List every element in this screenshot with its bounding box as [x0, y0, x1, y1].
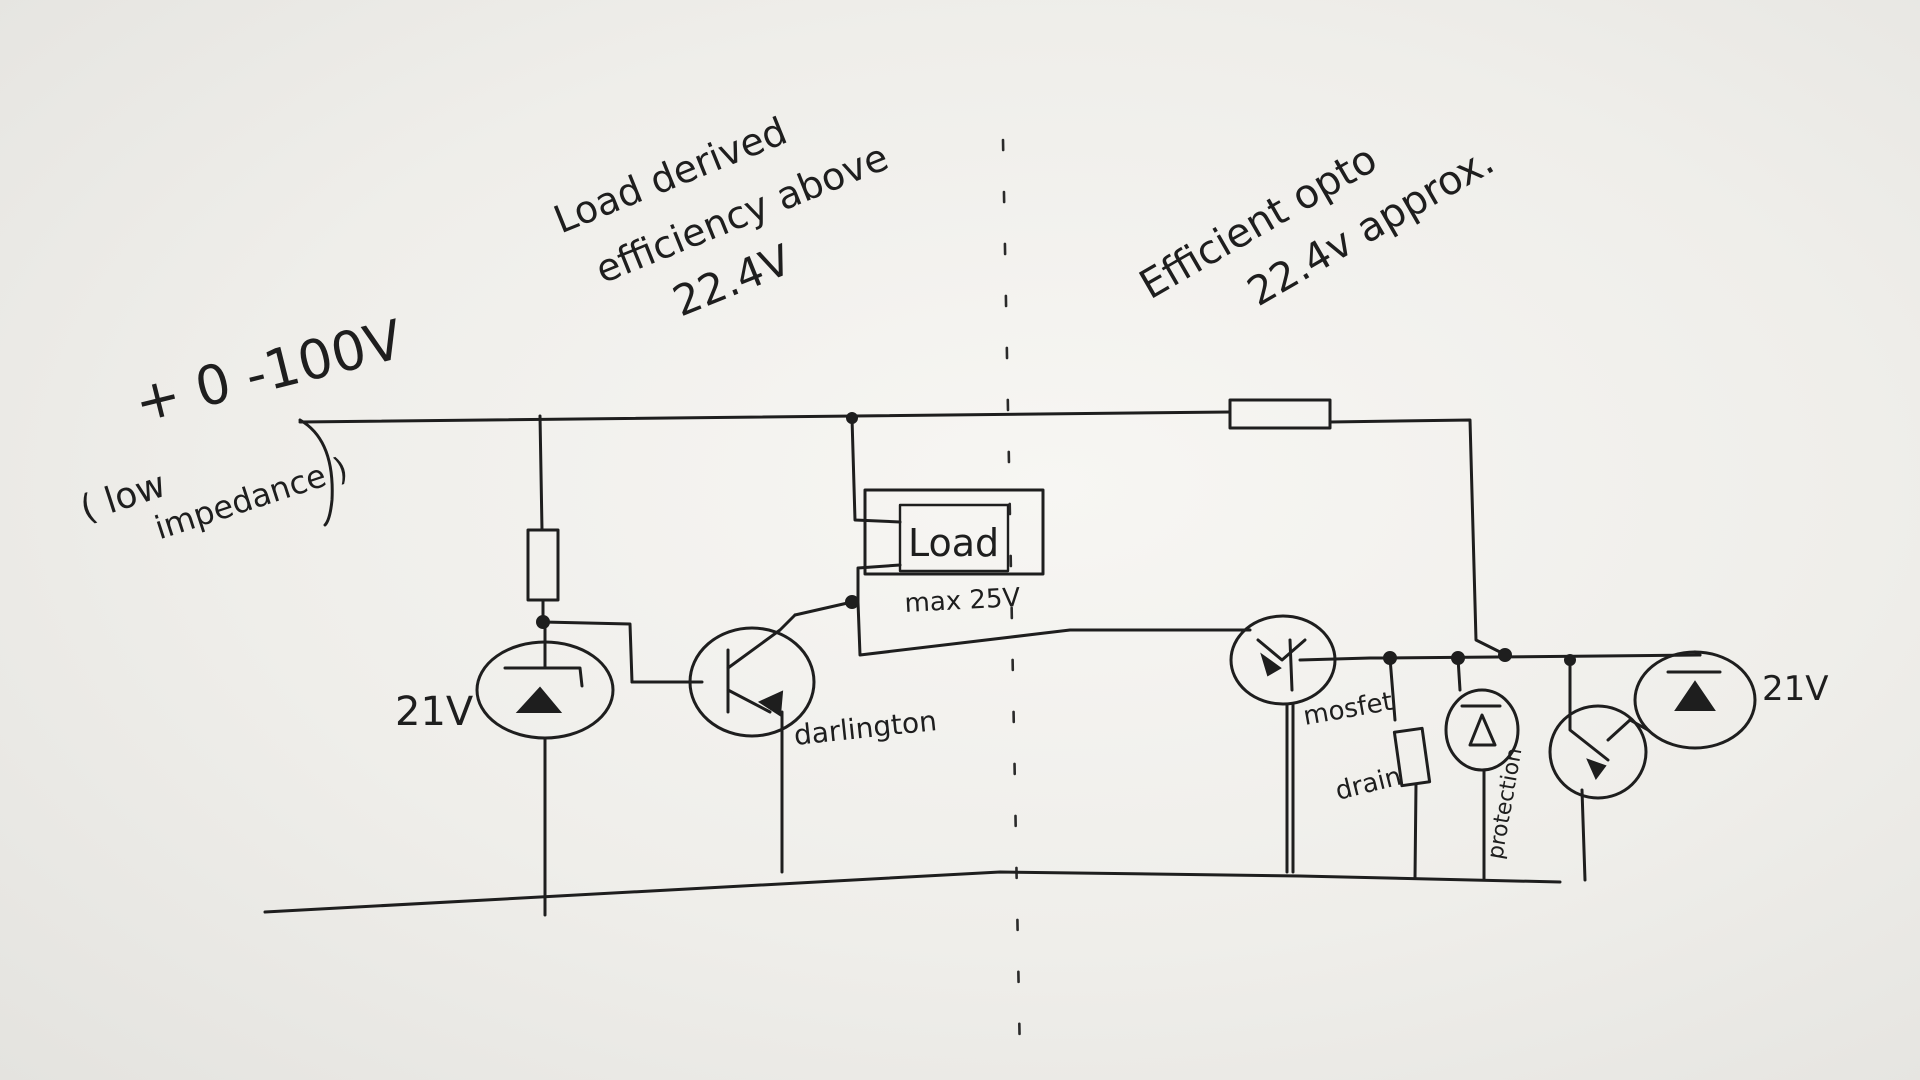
zener-left-label: 21V — [395, 689, 474, 735]
load-bottom-wire — [856, 563, 902, 604]
zener-to-darlington-top — [541, 620, 634, 684]
darlington-body — [688, 626, 816, 738]
zener-left-bar — [503, 666, 584, 688]
protection-label: protection — [1483, 746, 1527, 861]
darlington-arrow — [757, 690, 784, 717]
supply-note: + 0 -100V — [128, 308, 409, 435]
load-to-mosfet-wire — [856, 600, 1252, 657]
zener-right-lead — [1693, 650, 1702, 657]
darlington-collector-wire — [793, 600, 854, 617]
darlington-collector — [726, 613, 797, 670]
impedance-note-line2: impedance ) — [150, 449, 352, 547]
bias-resistor — [526, 528, 560, 602]
drain-resistor-top — [1388, 656, 1397, 722]
ground-rail — [263, 870, 1562, 914]
darlington-emitter — [726, 688, 772, 714]
supply-bracket — [298, 418, 334, 527]
protection-zener-triangle — [1468, 713, 1497, 747]
mosfet-gate-wire — [1298, 656, 1392, 662]
load-max-label: max 25V — [904, 583, 1021, 619]
opto-emitter-ground — [1580, 788, 1587, 882]
gate-junction-3 — [1498, 648, 1512, 662]
mosfet-channel — [1288, 638, 1294, 692]
protection-zener-body — [1444, 688, 1520, 772]
rail-right-wire — [1328, 418, 1502, 654]
darlington-label: darlington — [792, 704, 938, 752]
drain-resistor-bottom — [1413, 782, 1418, 880]
supply-rail — [298, 410, 1232, 424]
gate-bus — [1388, 653, 1702, 660]
mosfet-arrow — [1260, 652, 1282, 677]
impedance-note: ( low impedance ) — [75, 449, 352, 547]
load-label: Load — [908, 521, 999, 565]
supply-voltage-label: + 0 -100V — [128, 308, 409, 435]
load-junction-dot — [845, 595, 859, 609]
mosfet-gate — [1256, 638, 1307, 662]
zener-left-triangle — [515, 686, 563, 713]
opto-base — [1606, 718, 1650, 742]
opto-arrow — [1586, 758, 1607, 780]
zener-feed-wire-top — [538, 414, 544, 532]
load-box — [863, 488, 1045, 576]
zener-right-triangle — [1674, 680, 1716, 711]
zener-right-label: 21V — [1762, 669, 1829, 709]
protection-top — [1456, 656, 1462, 692]
left-note: Load derived efficiency above 22.4V — [548, 109, 895, 326]
right-note: Efficient opto 22.4v approx. — [1132, 136, 1502, 316]
load-inner-box — [898, 503, 1010, 573]
load-top-wire — [850, 416, 902, 524]
opto-collector — [1568, 658, 1610, 762]
series-resistor — [1228, 398, 1332, 430]
opto-transistor-body — [1548, 704, 1648, 800]
drain-label: drain — [1332, 762, 1404, 807]
